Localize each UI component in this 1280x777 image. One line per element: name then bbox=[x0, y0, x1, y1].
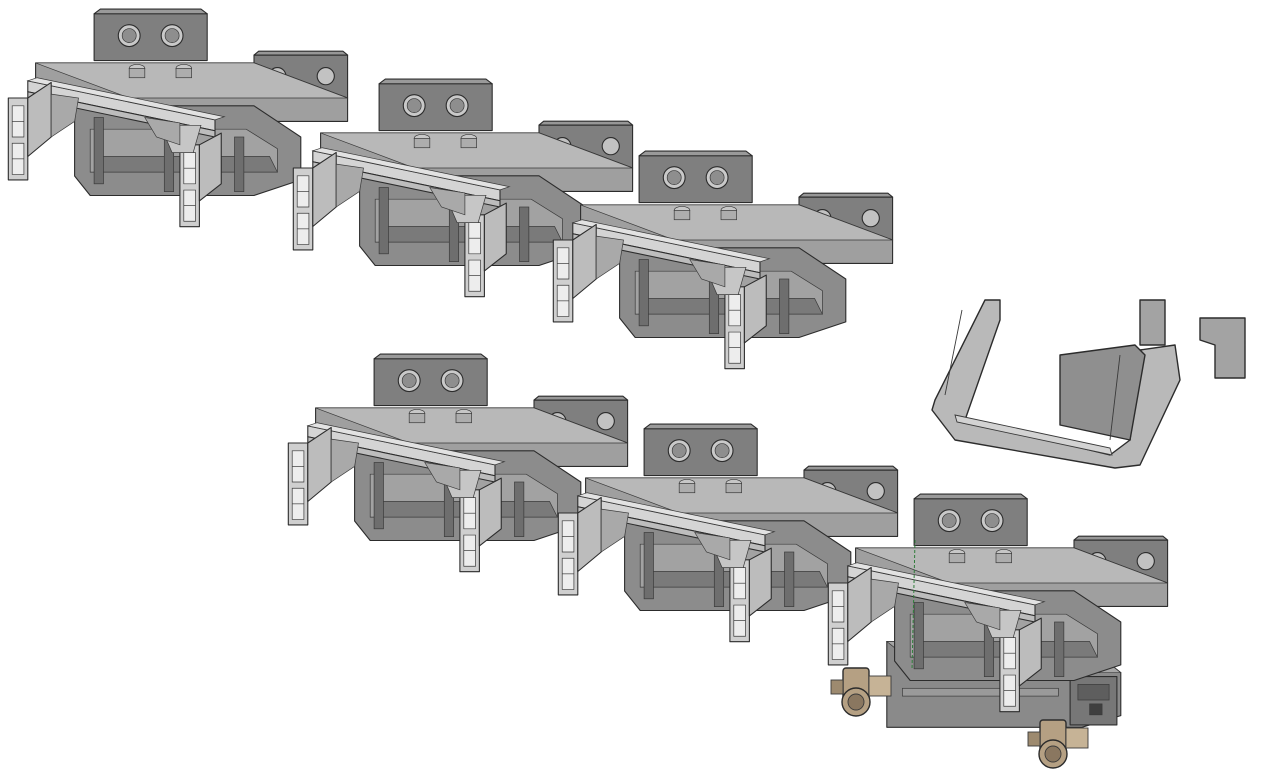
construction-axis-line bbox=[911, 539, 916, 671]
coupler-bracket[interactable] bbox=[931, 299, 1246, 469]
